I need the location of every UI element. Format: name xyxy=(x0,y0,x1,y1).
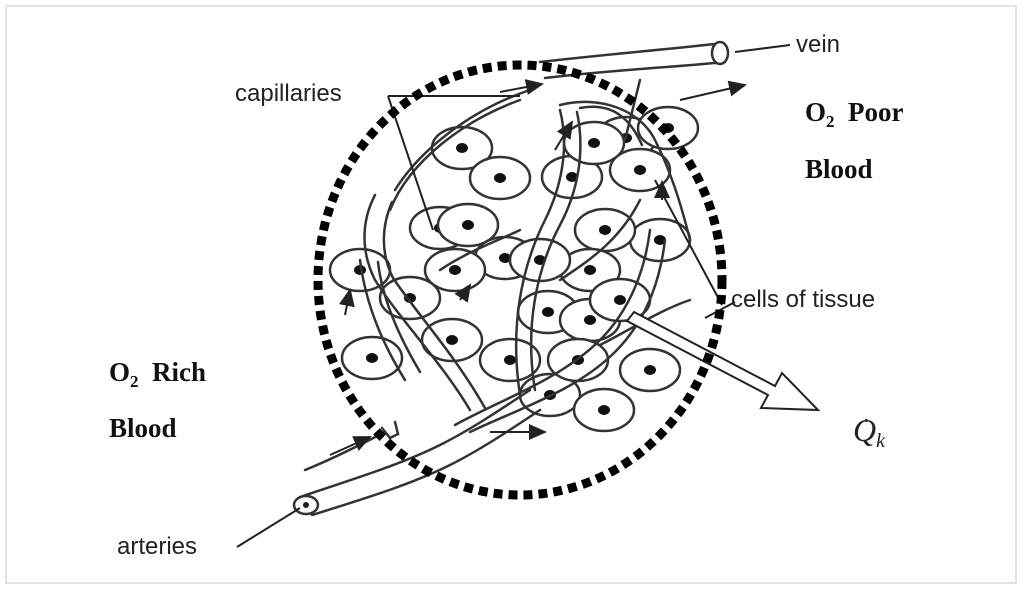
cell-nucleus xyxy=(499,253,511,263)
capillaries-label: capillaries xyxy=(235,80,342,107)
cell-nucleus xyxy=(654,235,666,245)
o2-poor-blood-label: Blood xyxy=(805,154,873,184)
o2-rich-blood-label: Blood xyxy=(109,413,177,443)
heat-rate-symbol: ·Qk xyxy=(853,406,885,452)
cell-nucleus xyxy=(542,307,554,317)
cell-nucleus xyxy=(584,315,596,325)
flow-arrows xyxy=(329,79,747,456)
cell-nucleus xyxy=(614,295,626,305)
cell-nucleus xyxy=(588,138,600,148)
cells-of-tissue-label: cells of tissue xyxy=(731,286,876,313)
cell-nucleus xyxy=(598,405,610,415)
vein-label: vein xyxy=(796,31,841,58)
cell-nucleus xyxy=(494,173,506,183)
cell-nucleus xyxy=(456,143,468,153)
cell-nucleus xyxy=(449,265,461,275)
control-volume-boundary xyxy=(313,60,727,500)
cell-nucleus xyxy=(504,355,516,365)
o2-rich-label: O2 Rich xyxy=(109,357,207,391)
cell-nucleus xyxy=(634,165,646,175)
cell-nucleus xyxy=(566,172,578,182)
arteries-label: arteries xyxy=(117,533,198,560)
cell-nucleus xyxy=(644,365,656,375)
cell-nucleus xyxy=(366,353,378,363)
cell-nucleus xyxy=(599,225,611,235)
cell-nucleus xyxy=(584,265,596,275)
leader-lines xyxy=(236,44,791,548)
figure-frame xyxy=(5,5,1017,584)
cell-nucleus xyxy=(462,220,474,230)
o2-poor-label: O2 Poor xyxy=(805,97,904,131)
heat-flow-arrow xyxy=(625,310,821,412)
cell-nucleus xyxy=(446,335,458,345)
